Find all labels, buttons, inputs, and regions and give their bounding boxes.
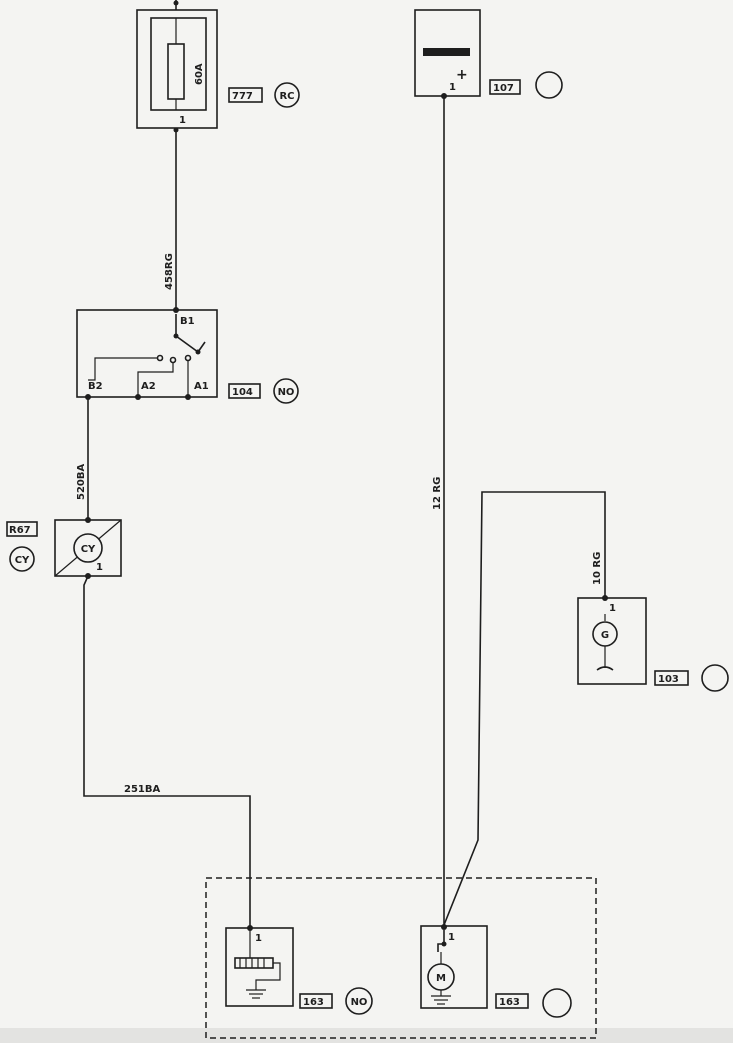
starter-ref: 163: [499, 997, 520, 1008]
switch-pin-b1: B1: [180, 316, 195, 327]
switch-contact-a2: [169, 356, 177, 364]
heater-ref-box: [299, 993, 333, 1009]
fuse-ref-box: [228, 87, 263, 103]
heater-ref: 163: [303, 997, 324, 1008]
alternator-box: [577, 597, 647, 685]
fuse-element-icon: [167, 43, 185, 100]
battery-box: [414, 9, 481, 97]
wire-label-520ba: 520BA: [76, 464, 87, 500]
sensor-ref-box: [6, 521, 38, 537]
heater-component: 1 163 NO: [225, 925, 373, 1015]
fuse-code: RC: [279, 91, 294, 102]
fuse-pin-label: 1: [179, 115, 186, 126]
sensor-component: CY 1 R67 CY: [6, 517, 122, 579]
starter-pin-label: 1: [448, 932, 455, 943]
switch-code: NO: [278, 387, 295, 398]
switch-contact-b2: [156, 354, 164, 362]
alternator-pin-label: 1: [609, 603, 616, 614]
battery-polarity: +: [456, 67, 468, 83]
sensor-code: CY: [15, 555, 30, 566]
starter-motor-component: 1 M 163: [420, 924, 572, 1018]
switch-pin-a1: A1: [194, 381, 209, 392]
wire-label-12rg: 12 RG: [432, 477, 443, 510]
ground-icon: [596, 666, 614, 671]
battery-code-circle: [535, 71, 563, 99]
switch-contact-a1: [184, 354, 192, 362]
ignition-switch: B1 B2 A2 A1 104 NO: [76, 307, 299, 404]
heater-code-circle: [345, 987, 373, 1015]
starter-code-circle: [542, 988, 572, 1018]
fuse-inner-box: [150, 17, 207, 111]
starter-ref-box: [495, 993, 529, 1009]
switch-ref: 104: [232, 387, 253, 398]
alternator-ref-box: [654, 670, 689, 686]
sensor-code-circle: [9, 546, 35, 572]
sensor-symbol: CY: [81, 544, 96, 555]
sensor-ref: R67: [9, 525, 31, 536]
fuse-rating: 60A: [194, 63, 205, 85]
switch-box: [76, 309, 218, 398]
battery-ref: 107: [493, 83, 514, 94]
switch-pin-a2: A2: [141, 381, 156, 392]
engine-harness-enclosure: [205, 877, 597, 1039]
starter-symbol: M: [436, 973, 446, 984]
starter-box: [420, 925, 488, 1009]
alternator-component: 1 G 103: [577, 595, 729, 692]
alternator-code-circle: [701, 664, 729, 692]
wire-sensor-to-heater: [83, 575, 251, 928]
heater-pin-label: 1: [255, 933, 262, 944]
wire-label-10rg: 10 RG: [592, 552, 603, 585]
switch-ref-box: [228, 383, 261, 399]
sensor-symbol-circle: [73, 533, 103, 563]
switch-pin-b2: B2: [88, 381, 103, 392]
heater-box: [225, 927, 294, 1007]
wire-label-458rg: 458RG: [164, 253, 175, 290]
fuse-component: 60A 1 777 RC: [136, 0, 300, 129]
fuse-ref: 777: [232, 91, 253, 102]
fuse-code-circle: [274, 82, 300, 108]
alternator-ref: 103: [658, 674, 679, 685]
alternator-symbol: G: [601, 630, 609, 641]
scan-edge: [0, 1028, 733, 1043]
wire-label-251ba: 251BA: [124, 784, 160, 795]
battery-plate-icon: [423, 48, 470, 56]
switch-code-circle: [273, 378, 299, 404]
battery-pin-label: 1: [449, 82, 456, 93]
sensor-pin-label: 1: [96, 562, 103, 573]
wire-alternator-to-starter: [443, 491, 606, 926]
heater-code: NO: [351, 997, 368, 1008]
heater-element-icon: [234, 957, 274, 969]
battery-component: + 1 107: [414, 9, 563, 99]
battery-ref-box: [489, 79, 521, 95]
